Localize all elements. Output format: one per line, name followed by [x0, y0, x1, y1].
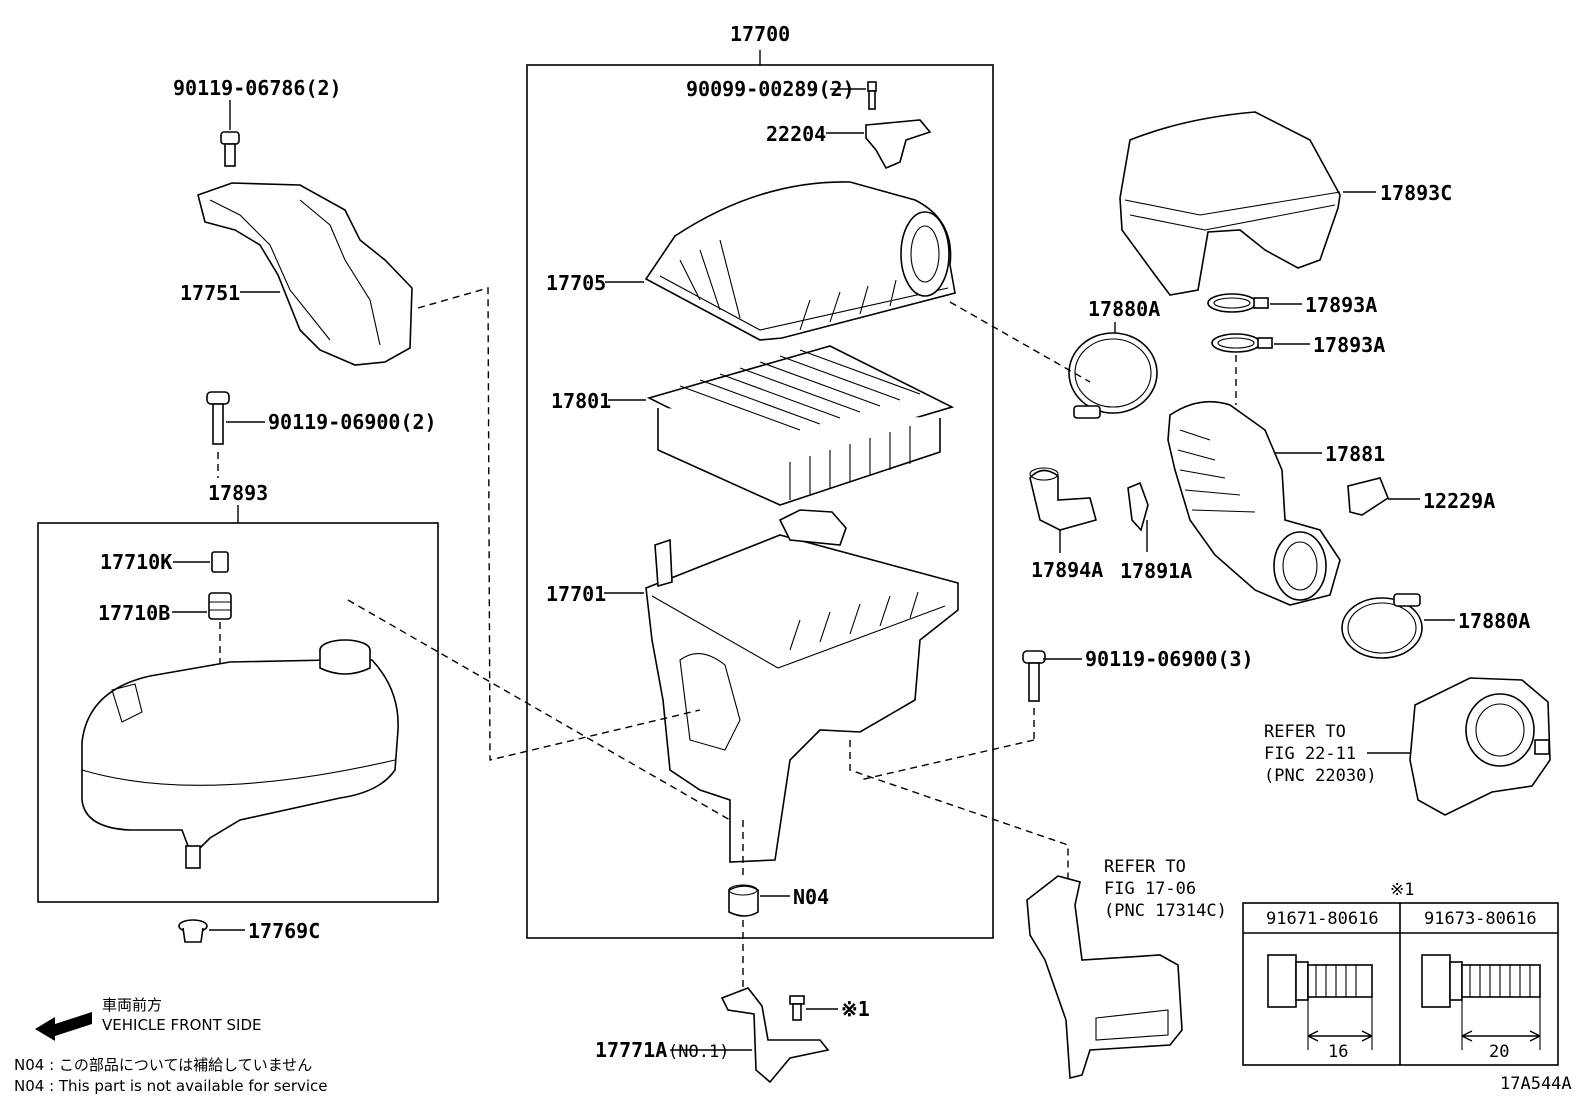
refer1-line1: REFER TO — [1264, 722, 1346, 742]
air-filter-element: 17801 — [551, 345, 955, 506]
refer2-line2: FIG 17-06 — [1104, 879, 1196, 899]
ref-table-mark: ※1 — [1390, 880, 1414, 900]
ref-col1-header: 91671-80616 — [1266, 909, 1379, 929]
label-17710b: 17710B — [98, 601, 170, 625]
reservoir-box-17893: 17893 — [37, 481, 439, 903]
cover-17893c: 17893C — [1119, 111, 1452, 296]
bracket-17771a: 17771A (NO.1) ※1 — [595, 987, 870, 1084]
ref-col2-header: 91673-80616 — [1424, 909, 1537, 929]
label-90099-00289: 90099-00289(2) — [686, 77, 855, 101]
clamp-17893a-1: 17893A — [1207, 293, 1377, 317]
clamp-17880a-bottom: 17880A — [1341, 593, 1530, 659]
label-17771a: 17771A — [595, 1038, 667, 1062]
collar-17710k: 17710K — [100, 550, 229, 574]
label-17880a-top: 17880A — [1088, 297, 1160, 321]
intake-hose-17881: 17881 — [1167, 400, 1385, 606]
clamp-17893a-2: 17893A — [1211, 333, 1385, 405]
dim-20: 20 — [1489, 1042, 1509, 1062]
vehicle-front-arrow: 車両前方 VEHICLE FRONT SIDE — [35, 996, 262, 1041]
throttle-body: REFER TO FIG 22-11 (PNC 22030) — [1264, 677, 1551, 816]
label-17751: 17751 — [180, 281, 240, 305]
connection-lines — [347, 287, 1091, 880]
clip-17769c: 17769C — [178, 919, 320, 943]
drawing-id: 17A544A — [1500, 1074, 1572, 1094]
label-n04: N04 — [793, 885, 829, 909]
label-17705: 17705 — [546, 271, 606, 295]
union-12229a: 12229A — [1347, 477, 1495, 516]
bracket-17314c: REFER TO FIG 17-06 (PNC 17314C) — [1026, 857, 1227, 1080]
bolt-90119-06900-3: 90119-06900(3) — [1022, 647, 1254, 740]
label-17881: 17881 — [1325, 442, 1385, 466]
refer1-line3: (PNC 22030) — [1264, 766, 1377, 786]
clip-17891a: 17891A — [1120, 481, 1192, 583]
label-17710k: 17710K — [100, 550, 172, 574]
label-17891a: 17891A — [1120, 559, 1192, 583]
label-17700: 17700 — [730, 22, 790, 46]
screw-90099: 90099-00289(2) — [686, 77, 877, 110]
bolt-91671-80616: 16 — [1267, 954, 1373, 1062]
mass-air-flow-sensor: 22204 — [766, 119, 932, 170]
hose-17894a: 17894A — [1029, 467, 1103, 582]
note-en: N04 : This part is not available for ser… — [14, 1077, 328, 1095]
dim-16: 16 — [1328, 1042, 1348, 1062]
label-17801: 17801 — [551, 389, 611, 413]
bolt-90119-06786: 90119-06786(2) — [173, 76, 342, 167]
refer-fig-22-11: REFER TO FIG 22-11 (PNC 22030) — [1264, 722, 1410, 786]
assembly-box: 17700 — [526, 22, 994, 939]
front-label-en: VEHICLE FRONT SIDE — [102, 1016, 262, 1034]
label-90119-06786: 90119-06786(2) — [173, 76, 342, 100]
label-17893c: 17893C — [1380, 181, 1452, 205]
label-17701: 17701 — [546, 582, 606, 606]
cushion-17710b: 17710B — [98, 592, 232, 665]
note-jp: N04 : この部品については補給していません — [14, 1056, 312, 1074]
refer2-line3: (PNC 17314C) — [1104, 901, 1227, 921]
label-12229a: 12229A — [1423, 489, 1495, 513]
clamp-17880a-top: 17880A — [1068, 297, 1160, 419]
intake-duct-17751: 17751 — [180, 182, 413, 366]
label-90119-06900-3: 90119-06900(3) — [1085, 647, 1254, 671]
grommet-n04: N04 — [728, 884, 829, 990]
refer1-line2: FIG 22-11 — [1264, 744, 1356, 764]
label-ref-mark-1: ※1 — [841, 997, 870, 1021]
bolt-90119-06900-2: 90119-06900(2) — [206, 391, 437, 478]
label-22204: 22204 — [766, 122, 826, 146]
air-cleaner-case: 17701 — [546, 509, 959, 863]
label-17893a-1: 17893A — [1305, 293, 1377, 317]
air-cleaner-cap: 17705 — [546, 181, 956, 341]
label-90119-06900-2: 90119-06900(2) — [268, 410, 437, 434]
label-17769c: 17769C — [248, 919, 320, 943]
label-17893: 17893 — [208, 481, 268, 505]
label-17880a-bottom: 17880A — [1458, 609, 1530, 633]
bolt-91673-80616: 20 — [1421, 954, 1541, 1062]
label-17771a-sub: (NO.1) — [668, 1042, 729, 1062]
label-17894a: 17894A — [1031, 558, 1103, 582]
reference-table: ※1 91671-80616 91673-80616 16 20 — [1242, 880, 1559, 1066]
refer-fig-17-06: REFER TO FIG 17-06 (PNC 17314C) — [1104, 857, 1227, 921]
refer2-line1: REFER TO — [1104, 857, 1186, 877]
front-label-jp: 車両前方 — [102, 996, 162, 1014]
resonator-tank — [81, 639, 399, 869]
label-17893a-2: 17893A — [1313, 333, 1385, 357]
